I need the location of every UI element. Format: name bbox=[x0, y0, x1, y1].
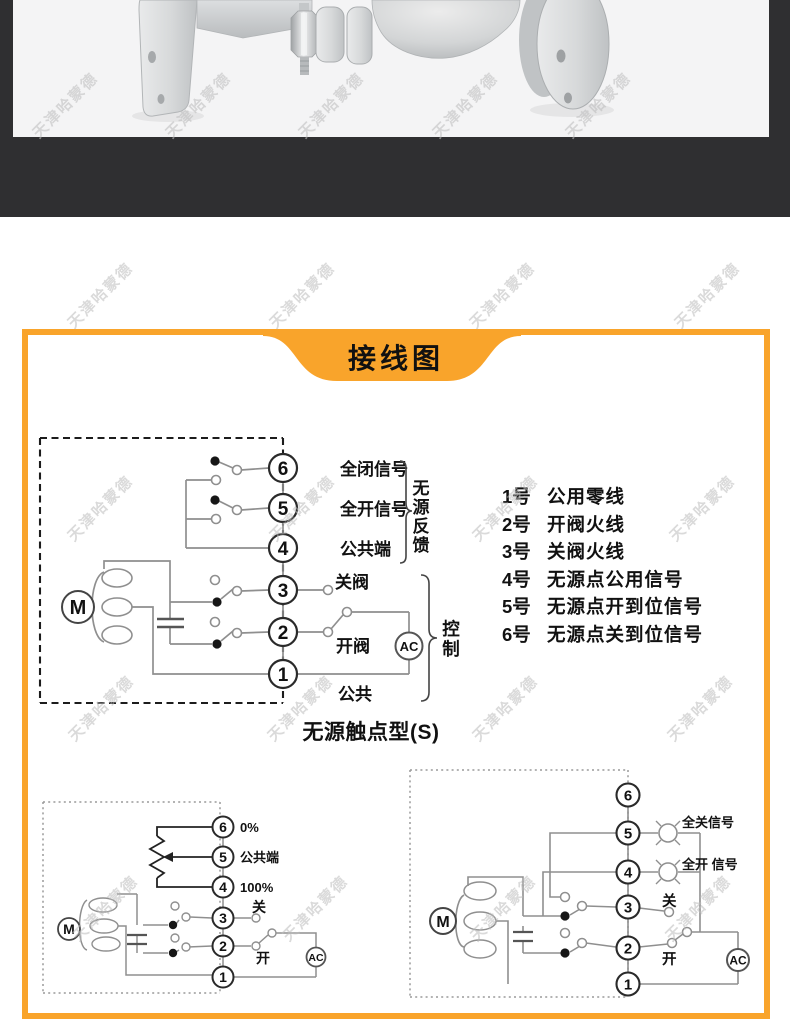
wiring-card bbox=[22, 329, 770, 1019]
terminal-legend: 1号公用零线 2号开阀火线 3号关阀火线 4号无源点公用信号 5号无源点开到位信… bbox=[502, 483, 703, 648]
group-label-feedback: 无源反馈 bbox=[412, 479, 430, 555]
legend-no: 5号 bbox=[502, 596, 531, 617]
legend-no: 1号 bbox=[502, 486, 531, 507]
banner-tab-shape bbox=[263, 329, 521, 381]
shadow bbox=[530, 103, 614, 117]
legend-label: 开阀火线 bbox=[547, 513, 626, 535]
product-photo bbox=[13, 0, 769, 137]
legend-label: 公用零线 bbox=[547, 486, 626, 507]
legend-row: 1号公用零线 bbox=[502, 483, 703, 511]
gasket-disc bbox=[315, 6, 345, 63]
group-label-control: 控制 bbox=[442, 619, 460, 659]
watermark-text: 天津哈蒙德 bbox=[466, 259, 539, 332]
banner-tab: 接线图 bbox=[263, 329, 521, 381]
diagram-caption: 无源触点型(S) bbox=[302, 721, 440, 744]
watermark-text: 天津哈蒙德 bbox=[64, 259, 137, 332]
legend-row: 2号开阀火线 bbox=[502, 511, 703, 539]
valve-illustration bbox=[132, 0, 614, 122]
legend-no: 4号 bbox=[502, 568, 531, 590]
legend-row: 5号无源点开到位信号 bbox=[502, 593, 703, 621]
legend-row: 4号无源点公用信号 bbox=[502, 566, 703, 594]
banner-title: 接线图 bbox=[348, 343, 444, 374]
right-flange bbox=[536, 0, 610, 110]
left-flange bbox=[138, 0, 198, 117]
gasket-disc bbox=[346, 6, 373, 65]
legend-label: 无源点开到位信号 bbox=[547, 596, 704, 617]
legend-no: 3号 bbox=[502, 541, 531, 562]
legend-label: 无源点关到位信号 bbox=[547, 623, 704, 645]
watermark-text: 天津哈蒙德 bbox=[266, 259, 339, 332]
valve-body bbox=[371, 0, 521, 59]
legend-label: 关阀火线 bbox=[547, 541, 626, 562]
photo-band bbox=[0, 0, 790, 217]
legend-label: 无源点公用信号 bbox=[547, 568, 684, 590]
legend-row: 3号关阀火线 bbox=[502, 538, 703, 566]
legend-no: 6号 bbox=[502, 623, 531, 645]
legend-no: 2号 bbox=[502, 513, 531, 535]
legend-row: 6号无源点关到位信号 bbox=[502, 621, 703, 649]
watermark-text: 天津哈蒙德 bbox=[671, 259, 744, 332]
